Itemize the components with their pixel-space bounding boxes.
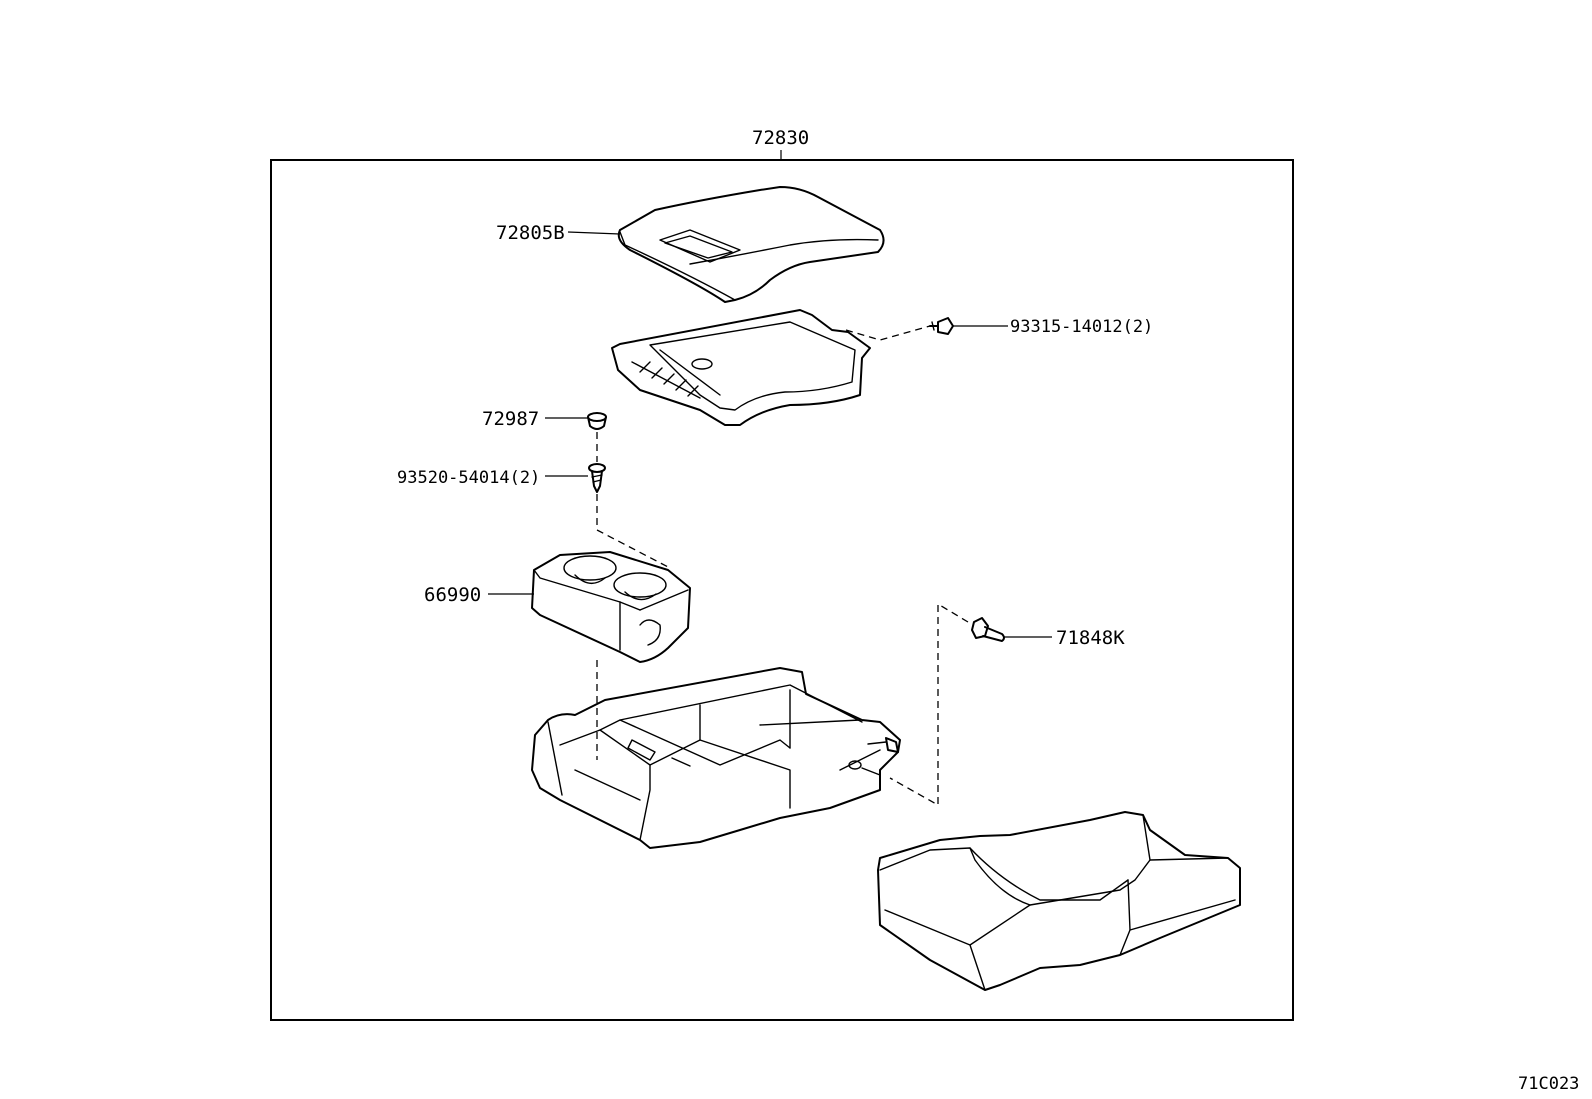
armrest-lid-drawing [617,186,885,303]
armrest-pad-drawing [877,811,1241,991]
cap-label: 72987 [482,408,539,430]
screw-left-icon [588,463,606,493]
screw-left-label: 93520-54014(2) [397,468,540,488]
figure-code: 71C023 [1518,1074,1579,1094]
pin-icon [861,737,899,776]
cap-icon [587,412,607,430]
cup-holder-drawing [531,551,691,663]
assembly-label: 72830 [752,127,809,149]
bolt-label: 71848K [1056,627,1125,649]
armrest-lid-leader [567,231,621,235]
screw-top-icon [929,317,954,335]
screw-top-label: 93315-14012(2) [1010,317,1153,337]
armrest-lid-label: 72805B [496,222,565,244]
assembly-frame [270,159,1294,1021]
bolt-icon [971,617,1005,642]
upper-tray-drawing [611,309,871,426]
cup-holder-label: 66990 [424,584,481,606]
bolt-dash [889,602,969,807]
base-tray-drawing [531,667,901,849]
upper-tray-dash [845,325,931,341]
screw-left-dash [596,494,671,569]
